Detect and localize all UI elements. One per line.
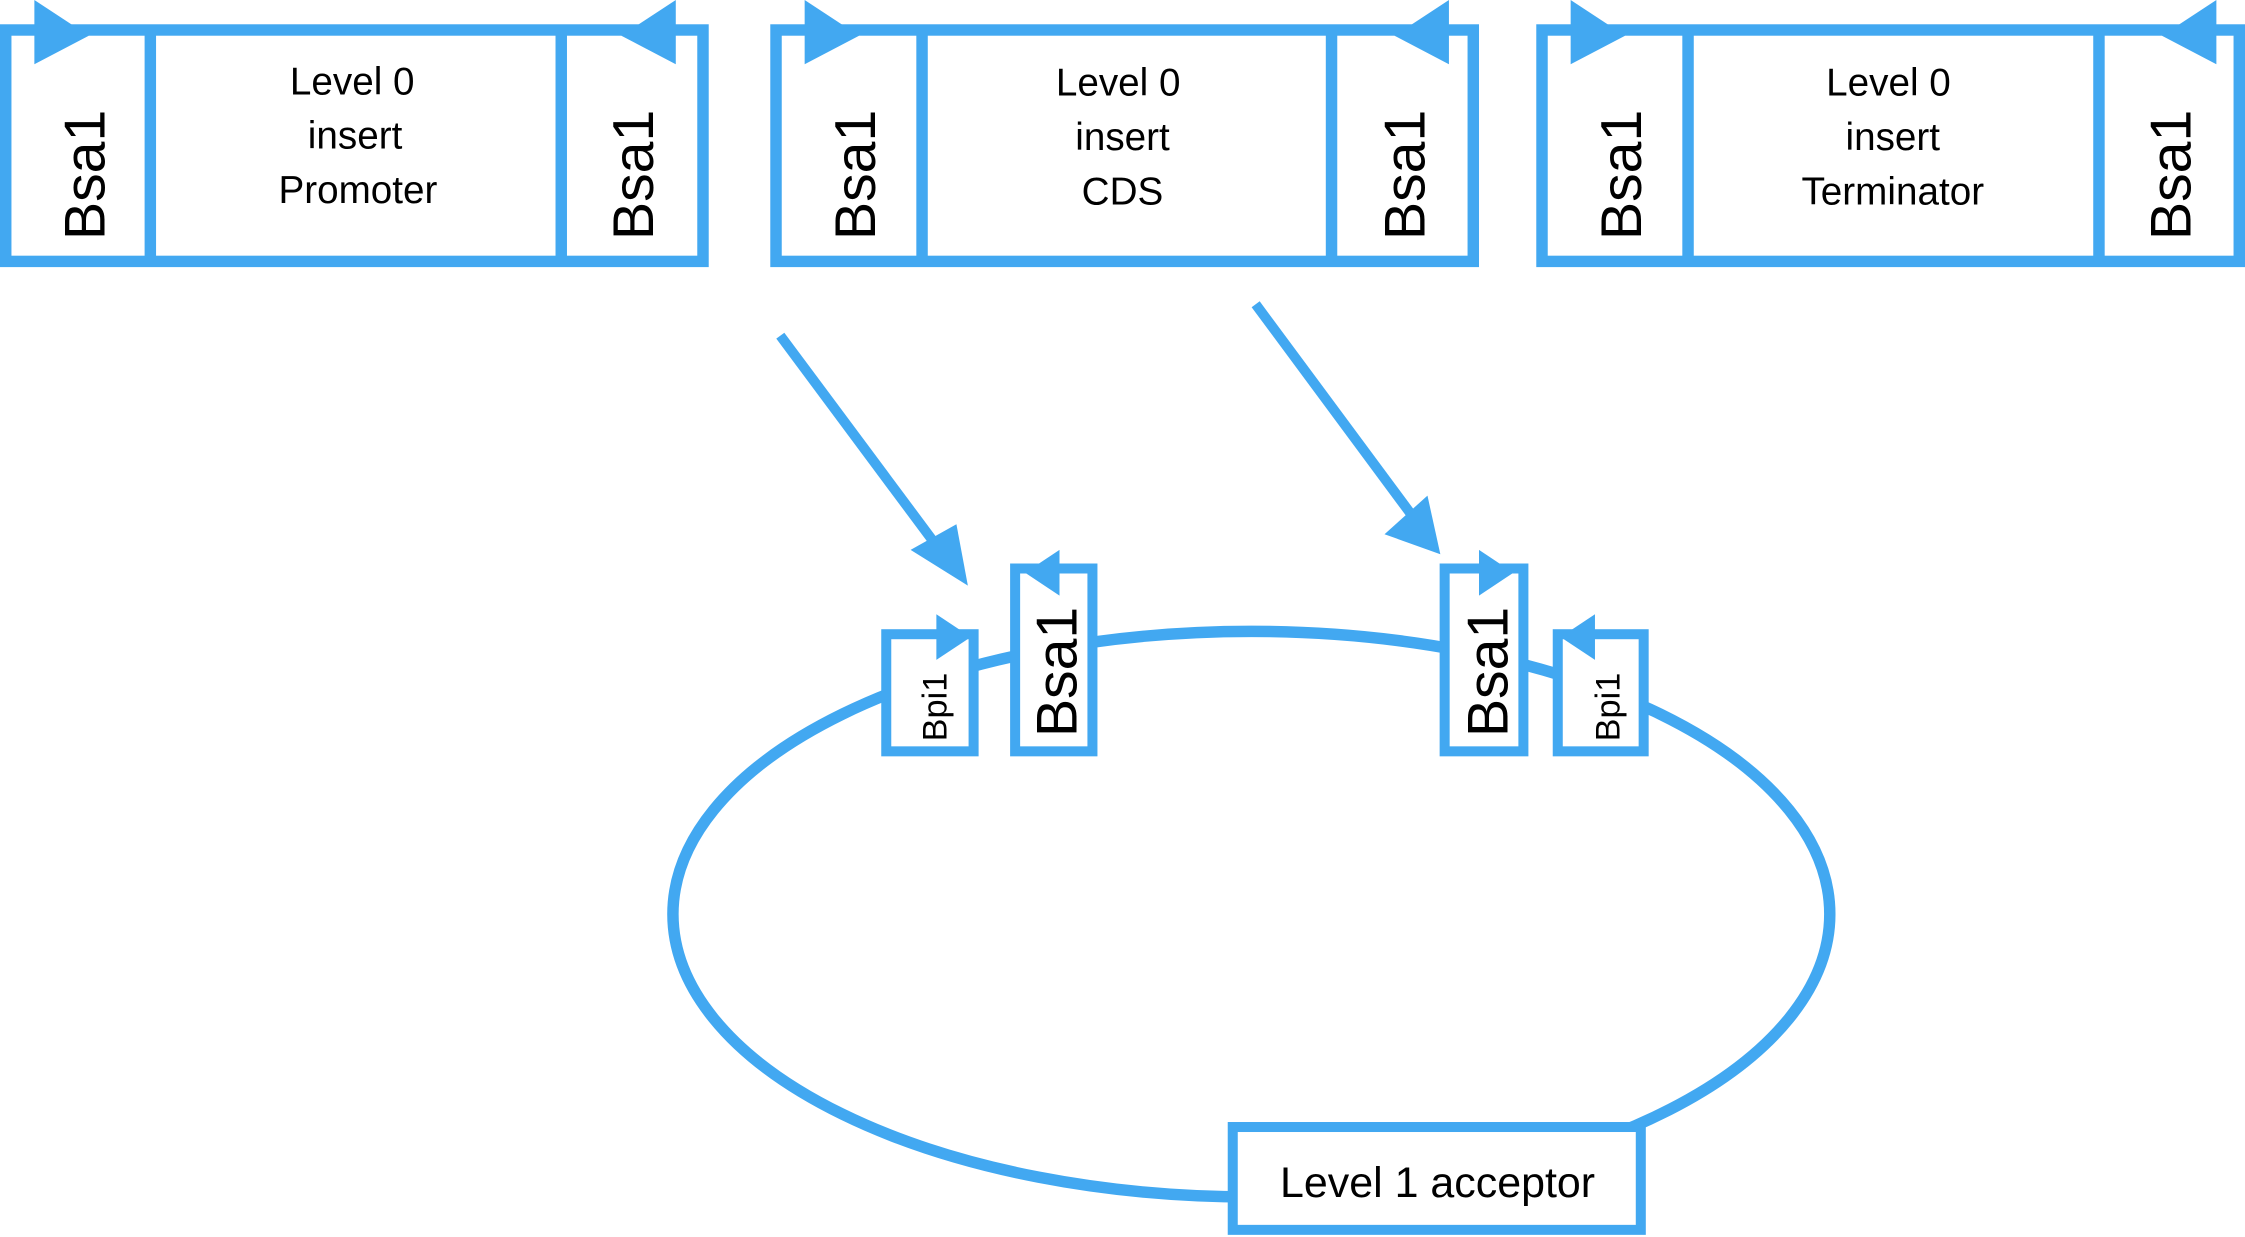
bsa1-site-right: Bsa1 <box>1374 110 1438 240</box>
forward-site-arrow-icon <box>936 614 971 660</box>
insertion-arrow-right <box>1251 301 1441 555</box>
acceptor-box-outline <box>1227 1122 1646 1235</box>
bpi1-label: Bpi1 <box>916 673 954 742</box>
reverse-site-arrow-icon <box>621 0 676 65</box>
arrow-head-icon <box>910 524 968 586</box>
bpi1-label: Bpi1 <box>1589 673 1627 742</box>
arrow-shaft <box>1251 301 1422 526</box>
reverse-site-arrow-icon <box>1394 0 1449 65</box>
forward-site-arrow-icon <box>804 0 860 65</box>
bsa1-label: Bsa1 <box>1457 607 1521 737</box>
part-label-line1: Level 0 <box>290 60 415 103</box>
part-label-line3: Terminator <box>1801 170 1984 213</box>
forward-site-arrow-icon <box>1479 549 1514 596</box>
reverse-site-arrow-icon <box>2161 0 2217 65</box>
acceptor-site-bpi1-left: Bpi1 <box>881 614 979 757</box>
part-outline <box>770 24 1480 268</box>
site-box <box>881 629 979 757</box>
forward-site-arrow-icon <box>34 0 89 65</box>
arrow-head-icon <box>1384 495 1441 555</box>
level0-part-terminator: Level 0 insert Terminator Bsa1 Bsa1 <box>1536 0 2245 268</box>
part-label-line2: insert <box>308 115 403 158</box>
part-label-line2: insert <box>1846 116 1941 159</box>
part-label-line1: Level 0 <box>1056 62 1181 105</box>
bsa1-site-right: Bsa1 <box>2140 110 2204 240</box>
site-box <box>1010 563 1098 757</box>
site-box <box>1552 629 1649 757</box>
part-label-line3: Promoter <box>278 169 437 212</box>
bsa1-site-left: Bsa1 <box>53 110 117 240</box>
level1-acceptor-box: Level 1 acceptor <box>1227 1122 1646 1235</box>
part-label-line2: insert <box>1075 116 1170 159</box>
part-outline <box>0 24 709 268</box>
acceptor-site-bsa1-right: Bsa1 <box>1439 549 1529 757</box>
plasmid-backbone <box>667 625 1836 1203</box>
part-label-line1: Level 0 <box>1826 62 1951 105</box>
reverse-site-arrow-icon <box>1025 549 1060 596</box>
part-label-line3: CDS <box>1082 170 1164 213</box>
reverse-site-arrow-icon <box>1560 614 1595 660</box>
forward-site-arrow-icon <box>1570 0 1626 65</box>
bsa1-site-left: Bsa1 <box>1590 110 1654 240</box>
acceptor-site-bpi1-right: Bpi1 <box>1552 614 1649 757</box>
part-outline <box>1536 24 2245 268</box>
level0-part-promoter: Level 0 insert Promoter Bsa1 Bsa1 <box>0 0 709 268</box>
acceptor-label: Level 1 acceptor <box>1280 1159 1595 1207</box>
level0-part-cds: Level 0 insert CDS Bsa1 Bsa1 <box>770 0 1480 268</box>
bsa1-site-left: Bsa1 <box>824 110 888 240</box>
bsa1-site-right: Bsa1 <box>602 110 666 240</box>
arrow-shaft <box>776 332 949 561</box>
bsa1-label: Bsa1 <box>1026 607 1090 737</box>
acceptor-site-bsa1-left: Bsa1 <box>1010 549 1098 757</box>
insertion-arrow-left <box>776 332 968 586</box>
